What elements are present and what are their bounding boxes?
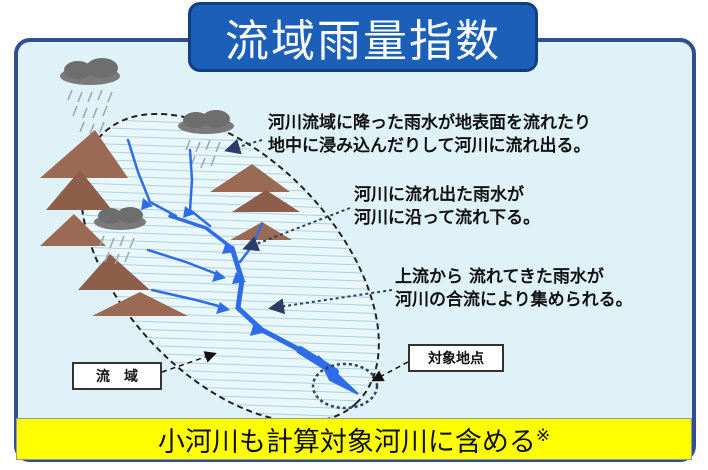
mountain bbox=[78, 254, 150, 290]
footer-band: 小河川も計算対象河川に含める※ bbox=[16, 418, 692, 460]
cloud-icon bbox=[178, 110, 234, 134]
river-tributary bbox=[150, 288, 228, 310]
label-pointers bbox=[161, 351, 409, 382]
note-line: 河川流域に降った雨水が地表面を流れたり bbox=[268, 113, 591, 133]
footer-main-text: 小河川も計算対象河川に含める bbox=[157, 426, 536, 458]
footer-reference-mark: ※ bbox=[535, 425, 551, 446]
river-network bbox=[126, 138, 359, 395]
title-banner: 流域雨量指数 bbox=[188, 2, 538, 72]
note-line: 河川に沿って流れ下る。 bbox=[354, 208, 541, 228]
mountain bbox=[40, 214, 106, 246]
note-runoff: 河川流域に降った雨水が地表面を流れたり 地中に浸み込んだりして河川に流れ出る。 bbox=[268, 112, 591, 158]
pointer-arrow-3 bbox=[268, 289, 393, 315]
basin-label-text: 流 域 bbox=[96, 369, 138, 385]
target-point-label: 対象地点 bbox=[408, 344, 504, 372]
mountain bbox=[40, 130, 128, 178]
rain-clouds bbox=[60, 58, 234, 265]
target-label-pointer bbox=[371, 361, 409, 382]
note-confluence: 上流から 流れてきた雨水が 河川の合流により集められる。 bbox=[395, 266, 633, 312]
pointer-arrows bbox=[224, 138, 393, 315]
river-tributary bbox=[146, 248, 224, 278]
river-arrowheads bbox=[141, 198, 266, 336]
basin-label-pointer bbox=[161, 351, 217, 373]
target-point-label-text: 対象地点 bbox=[428, 351, 484, 367]
mountain bbox=[210, 164, 290, 192]
note-line: 河川に流れ出た雨水が bbox=[354, 185, 524, 205]
river-main bbox=[229, 245, 303, 353]
mountain bbox=[92, 292, 188, 316]
river-tributary bbox=[126, 138, 178, 218]
page-title: 流域雨量指数 bbox=[225, 16, 501, 67]
river-flow-arrowhead bbox=[317, 355, 359, 395]
footer-text: 小河川も計算対象河川に含める※ bbox=[158, 420, 550, 459]
mountain bbox=[232, 190, 300, 212]
cloud-icon bbox=[60, 58, 120, 85]
note-flow-down: 河川に流れ出た雨水が 河川に沿って流れ下る。 bbox=[354, 184, 540, 230]
note-line: 河川の合流により集められる。 bbox=[395, 290, 633, 310]
basin-area bbox=[80, 112, 380, 424]
pointer-arrow-2 bbox=[242, 207, 351, 252]
basin-label: 流 域 bbox=[72, 362, 162, 390]
river-tributary bbox=[168, 214, 234, 250]
target-point-circle bbox=[311, 362, 379, 410]
note-line: 地中に浸み込んだりして河川に流れ出る。 bbox=[268, 136, 591, 156]
mountain bbox=[46, 170, 112, 210]
note-line: 上流から 流れてきた雨水が bbox=[395, 267, 604, 287]
cloud-icon bbox=[94, 207, 146, 230]
river-tributary bbox=[188, 148, 212, 228]
mountains bbox=[40, 130, 300, 316]
